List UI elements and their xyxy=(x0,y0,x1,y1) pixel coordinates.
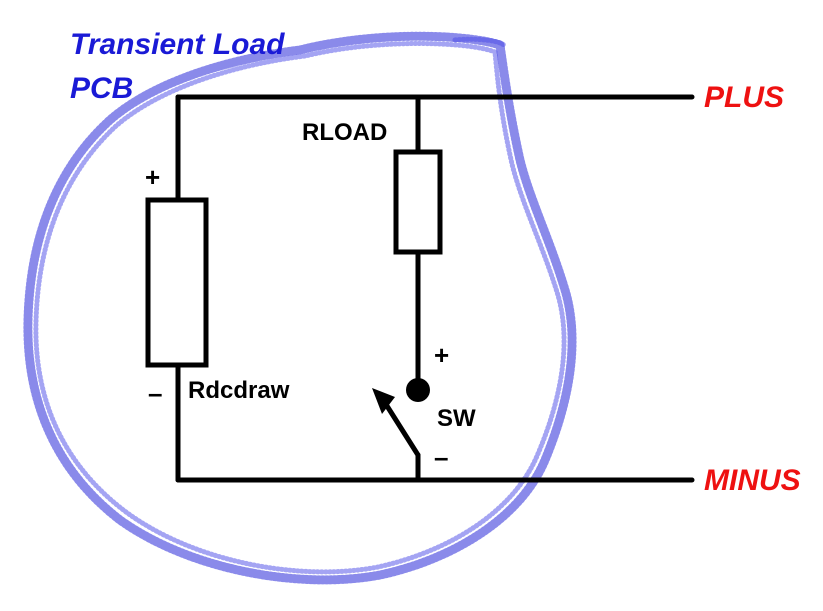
plus-rail-label: PLUS xyxy=(704,81,784,114)
switch-arrowhead xyxy=(372,388,395,414)
title-line-2: PCB xyxy=(70,72,133,105)
title-line-1: Transient Load xyxy=(70,28,285,61)
switch-blade xyxy=(379,395,421,458)
rload-label: RLOAD xyxy=(302,119,387,146)
rdcdraw-resistor xyxy=(145,197,209,368)
pcb-boundary xyxy=(23,31,577,585)
minus-rail-label: MINUS xyxy=(704,464,801,497)
rdcdraw-minus-sign: – xyxy=(148,378,162,408)
rdcdraw-label: Rdcdraw xyxy=(188,377,290,404)
switch xyxy=(372,378,430,458)
rload-resistor xyxy=(393,149,443,255)
wiring xyxy=(175,94,695,483)
rdcdraw-plus-sign: + xyxy=(145,162,160,192)
switch-minus-sign: – xyxy=(434,442,448,472)
switch-contact xyxy=(406,378,430,402)
switch-plus-sign: + xyxy=(434,340,449,370)
switch-label: SW xyxy=(437,405,476,432)
